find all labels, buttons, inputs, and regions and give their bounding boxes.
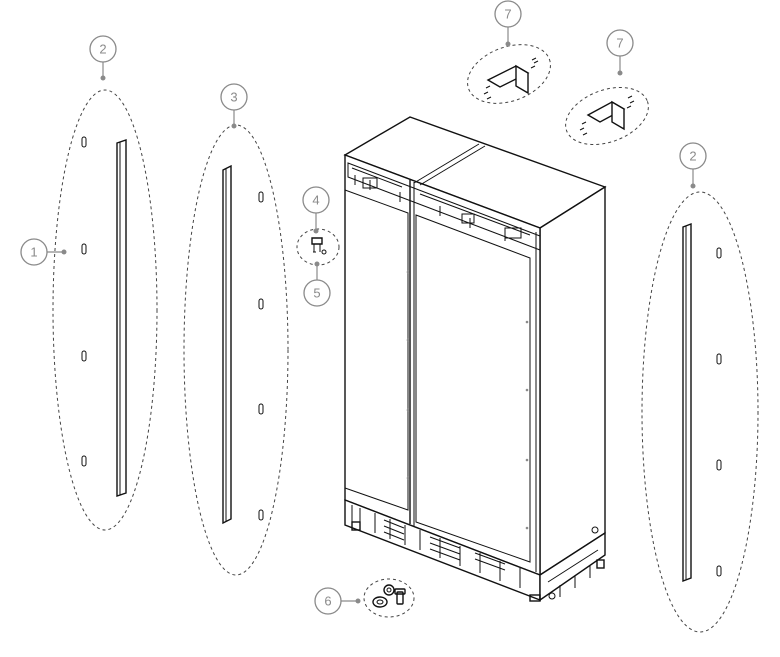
callout-7-left-label: 7 xyxy=(504,7,511,22)
callout-6: 6 xyxy=(314,587,342,615)
group-outline-center-panel xyxy=(183,124,289,576)
callout-5: 5 xyxy=(303,279,331,307)
callout-2-left: 2 xyxy=(89,35,117,63)
callout-1-label: 1 xyxy=(30,245,37,260)
callout-7-right: 7 xyxy=(606,29,634,57)
left-trim-strip xyxy=(81,136,127,497)
group-outline-bracket-right xyxy=(565,86,649,146)
bracket-part-right xyxy=(579,95,635,136)
callout-2-left-label: 2 xyxy=(99,42,106,57)
callout-2-right-label: 2 xyxy=(689,149,696,164)
callout-6-label: 6 xyxy=(324,594,331,609)
group-outline-clip xyxy=(296,228,340,266)
callout-3: 3 xyxy=(220,83,248,111)
callout-5-label: 5 xyxy=(313,286,320,301)
callout-7-left: 7 xyxy=(494,0,522,28)
leader-lines xyxy=(47,27,696,604)
callout-1: 1 xyxy=(20,238,48,266)
refrigerator xyxy=(343,116,607,602)
group-outline-bracket-left xyxy=(467,44,551,104)
hardware-part xyxy=(372,584,406,608)
center-trim-strip xyxy=(222,164,264,525)
callout-4-label: 4 xyxy=(312,193,319,208)
bracket-part-left xyxy=(483,57,539,100)
callout-2-right: 2 xyxy=(679,142,707,170)
group-outline-right-panel xyxy=(641,191,759,633)
callout-4: 4 xyxy=(302,186,330,214)
callout-7-right-label: 7 xyxy=(616,36,623,51)
clip-part xyxy=(311,237,327,255)
group-outline-left-panel xyxy=(52,89,158,531)
group-outline-hardware xyxy=(363,578,415,618)
right-trim-strip xyxy=(682,222,722,583)
callout-3-label: 3 xyxy=(230,90,237,105)
